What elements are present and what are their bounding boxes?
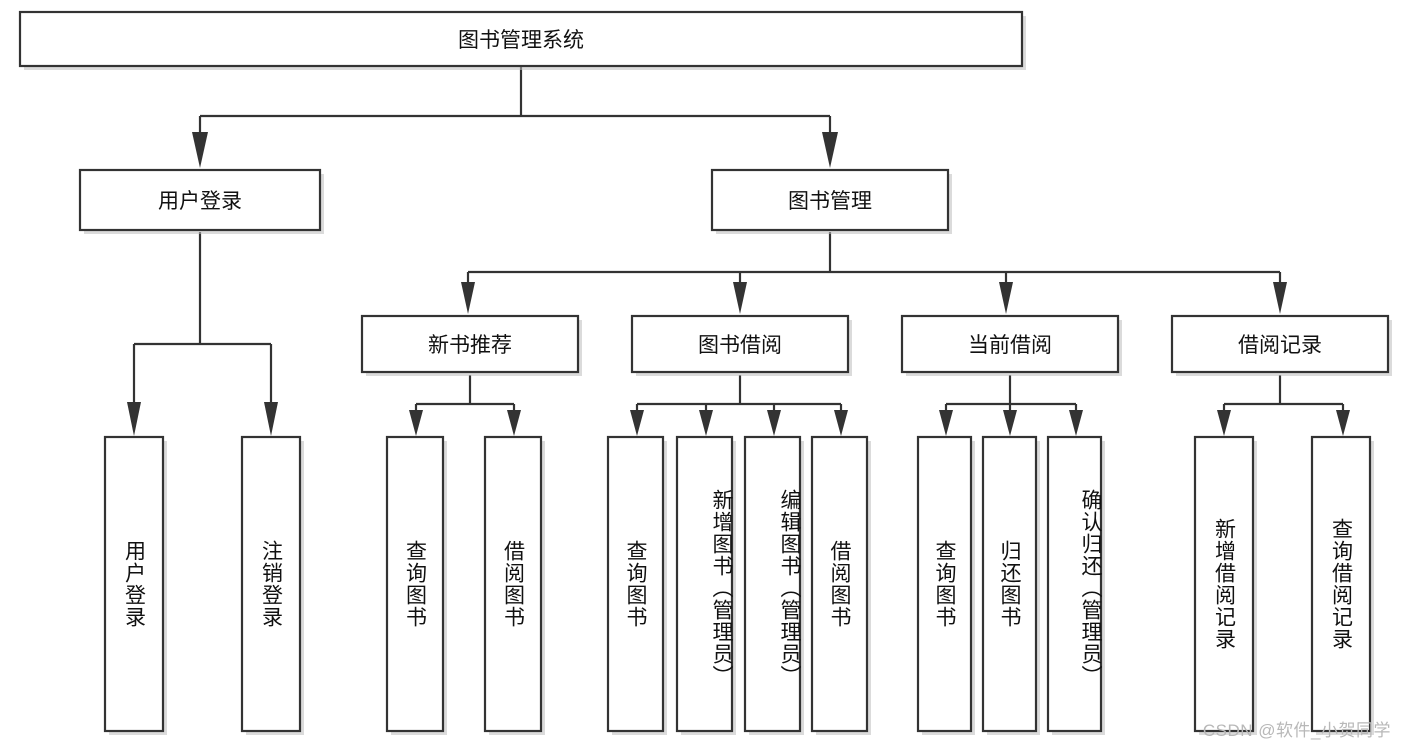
arrow-head-bb-add <box>699 410 713 436</box>
arrow-head-new-book <box>461 282 475 314</box>
connector-group-current-borrow <box>939 375 1083 436</box>
node-box-book-borrow[interactable] <box>630 314 850 374</box>
node-box-leaf-bb-edit-book[interactable] <box>743 435 802 733</box>
arrow-head-book-mgmt <box>822 132 838 168</box>
node-box-leaf-cb-confirm-return[interactable] <box>1046 435 1103 733</box>
arrow-head-book-borrow <box>733 282 747 314</box>
arrow-head-bb-borrow <box>834 410 848 436</box>
arrow-head-leaf-logout <box>264 402 278 436</box>
connector-group-book-borrow <box>630 375 848 436</box>
arrow-head-bb-query <box>630 410 644 436</box>
arrow-head-cb-confirm <box>1069 410 1083 436</box>
arrow-head-leaf-user-login <box>127 402 141 436</box>
connector-group-new-book <box>409 375 521 436</box>
node-box-borrow-record[interactable] <box>1170 314 1390 374</box>
node-box-user-login[interactable] <box>78 168 322 232</box>
node-box-leaf-bb-query-book[interactable] <box>606 435 665 733</box>
arrow-head-newbook-borrow <box>507 410 521 436</box>
arrow-head-br-add <box>1217 410 1231 436</box>
arrow-head-cb-query <box>939 410 953 436</box>
node-box-leaf-logout[interactable] <box>240 435 302 733</box>
arrow-head-bb-edit <box>767 410 781 436</box>
node-box-leaf-br-query-record[interactable] <box>1310 435 1372 733</box>
watermark-text: CSDN @软件_小贺同学 <box>1202 721 1391 740</box>
arrow-head-br-query <box>1336 410 1350 436</box>
connector-group-root <box>192 66 838 168</box>
node-box-leaf-user-login[interactable] <box>103 435 165 733</box>
connector-group-book-mgmt <box>461 232 1287 314</box>
node-box-current-borrow[interactable] <box>900 314 1120 374</box>
connector-group-borrow-record <box>1217 375 1350 436</box>
arrow-head-current-borrow <box>999 282 1013 314</box>
node-box-leaf-bb-add-book[interactable] <box>675 435 734 733</box>
arrow-head-cb-return <box>1003 410 1017 436</box>
node-box-leaf-cb-query-book[interactable] <box>916 435 973 733</box>
node-box-leaf-nb-borrow-book[interactable] <box>483 435 543 733</box>
arrow-head-newbook-query <box>409 410 423 436</box>
node-box-new-book-recommend[interactable] <box>360 314 580 374</box>
connector-group-user-login <box>127 232 278 436</box>
node-box-root[interactable] <box>18 10 1024 68</box>
node-box-leaf-br-add-record[interactable] <box>1193 435 1255 733</box>
node-box-leaf-nb-query-book[interactable] <box>385 435 445 733</box>
node-box-book-management[interactable] <box>710 168 950 232</box>
arrow-head-user-login <box>192 132 208 168</box>
node-box-leaf-bb-borrow-book[interactable] <box>810 435 869 733</box>
arrow-head-borrow-record <box>1273 282 1287 314</box>
node-box-leaf-cb-return-book[interactable] <box>981 435 1038 733</box>
